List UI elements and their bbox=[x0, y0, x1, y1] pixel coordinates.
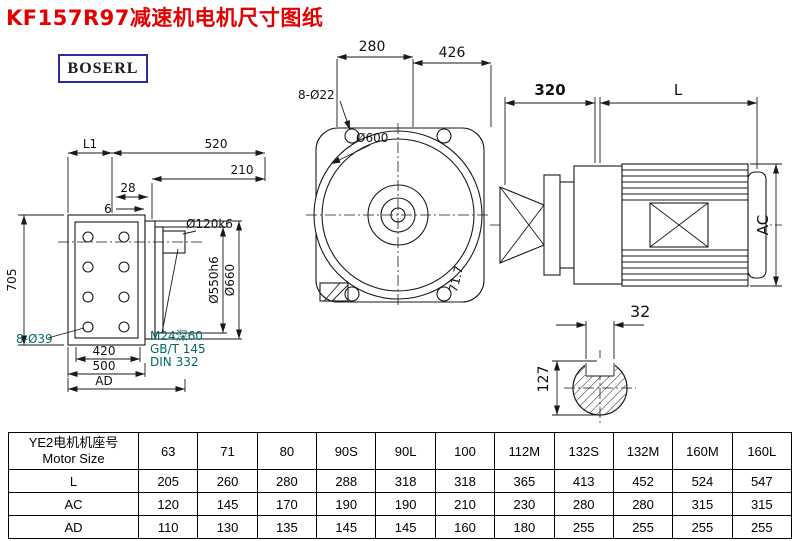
dim-127-label: 127 bbox=[536, 366, 552, 393]
cell: 318 bbox=[434, 469, 496, 493]
dim-705-label: 705 bbox=[5, 269, 19, 292]
cell: 255 bbox=[672, 515, 733, 539]
cell: 210 bbox=[434, 492, 496, 516]
dim-426-label: 426 bbox=[439, 45, 466, 61]
dim-320-label: 320 bbox=[534, 81, 565, 99]
cell: 280 bbox=[612, 492, 674, 516]
tap-note-line1: M24深60 bbox=[150, 329, 203, 343]
dim-6-label: 6 bbox=[104, 202, 112, 216]
cell: 318 bbox=[375, 469, 436, 493]
shaft-section-view bbox=[564, 350, 636, 426]
size-col-header: 71 bbox=[197, 432, 258, 470]
cell: 110 bbox=[137, 515, 199, 539]
cell: 413 bbox=[553, 469, 614, 493]
front-holes-label: 8-Ø22 bbox=[298, 88, 335, 102]
cell: 255 bbox=[612, 515, 674, 539]
cell: 315 bbox=[731, 492, 793, 516]
size-col-header: 132S bbox=[553, 432, 614, 470]
cell: 547 bbox=[731, 469, 793, 493]
cell: 452 bbox=[612, 469, 674, 493]
front-view-dimensions: 280 426 8-Ø22 Ø600 71.7 bbox=[298, 39, 492, 294]
size-col-header: 160L bbox=[731, 432, 793, 470]
size-col-header: 100 bbox=[434, 432, 496, 470]
size-col-header: 80 bbox=[256, 432, 318, 470]
side-view bbox=[58, 214, 205, 346]
motor-size-header: YE2电机机座号 Motor Size bbox=[8, 432, 139, 470]
size-col-header: 63 bbox=[137, 432, 199, 470]
cell: 205 bbox=[137, 469, 199, 493]
motor-view-dimensions: 320 L AC bbox=[504, 81, 782, 287]
row-label: AD bbox=[8, 515, 139, 539]
table-header-row: YE2电机机座号 Motor Size 63 71 80 90S 90L 100… bbox=[8, 432, 793, 470]
dim-71-7-label: 71.7 bbox=[446, 264, 466, 293]
dia-shaft-label: Ø120k6 bbox=[186, 217, 233, 231]
size-col-header: 112M bbox=[494, 432, 555, 470]
dimension-drawing: L1 520 210 28 6 705 8-Ø39 420 bbox=[5, 39, 782, 426]
cell: 280 bbox=[553, 492, 614, 516]
motor-size-header-cn: YE2电机机座号 bbox=[28, 435, 119, 451]
cell: 230 bbox=[494, 492, 555, 516]
size-col-header: 90S bbox=[316, 432, 377, 470]
front-view bbox=[306, 123, 490, 307]
table-row-AC: AC 120 145 170 190 190 210 230 280 280 3… bbox=[8, 492, 793, 516]
shaft-section-dimensions: 32 127 bbox=[536, 302, 650, 416]
cell: 288 bbox=[316, 469, 377, 493]
cell: 280 bbox=[256, 469, 318, 493]
dim-520-label: 520 bbox=[205, 137, 228, 151]
cell: 315 bbox=[672, 492, 733, 516]
cell: 255 bbox=[731, 515, 793, 539]
cell: 120 bbox=[137, 492, 199, 516]
dim-420-label: 420 bbox=[93, 344, 116, 358]
cell: 190 bbox=[375, 492, 436, 516]
cell: 365 bbox=[494, 469, 555, 493]
cell: 160 bbox=[434, 515, 496, 539]
size-col-header: 132M bbox=[612, 432, 674, 470]
cell: 145 bbox=[375, 515, 436, 539]
cell: 524 bbox=[672, 469, 733, 493]
motor-size-table-wrap: YE2电机机座号 Motor Size 63 71 80 90S 90L 100… bbox=[8, 432, 793, 539]
table-row-L: L 205 260 280 288 318 318 365 413 452 52… bbox=[8, 469, 793, 493]
dim-210-label: 210 bbox=[231, 163, 254, 177]
dim-32-label: 32 bbox=[630, 302, 650, 321]
dim-280-label: 280 bbox=[359, 39, 386, 55]
dim-ac-label: AC bbox=[754, 215, 772, 235]
dim-l1-label: L1 bbox=[83, 137, 97, 151]
cell: 255 bbox=[553, 515, 614, 539]
dim-28-label: 28 bbox=[120, 181, 135, 195]
brand-logo: BOSERL bbox=[58, 54, 148, 83]
row-label: L bbox=[8, 469, 139, 493]
cell: 180 bbox=[494, 515, 555, 539]
dim-ad-label: AD bbox=[95, 374, 112, 388]
size-col-header: 90L bbox=[375, 432, 436, 470]
dia-spigot-label: Ø550h6 bbox=[207, 256, 221, 304]
cell: 170 bbox=[256, 492, 318, 516]
cell: 135 bbox=[256, 515, 318, 539]
size-col-header: 160M bbox=[672, 432, 733, 470]
cell: 260 bbox=[197, 469, 258, 493]
table-row-AD: AD 110 130 135 145 145 160 180 255 255 2… bbox=[8, 515, 793, 539]
motor-size-header-en: Motor Size bbox=[42, 451, 105, 466]
cell: 130 bbox=[197, 515, 258, 539]
cell: 145 bbox=[197, 492, 258, 516]
dim-500-label: 500 bbox=[93, 359, 116, 373]
side-holes-label: 8-Ø39 bbox=[16, 332, 53, 346]
page-title: KF157R97减速机电机尺寸图纸 bbox=[6, 6, 324, 30]
cell: 145 bbox=[316, 515, 377, 539]
tap-note-line2: GB/T 145 bbox=[150, 342, 206, 356]
cell: 190 bbox=[316, 492, 377, 516]
tap-note-line3: DIN 332 bbox=[150, 355, 198, 369]
dim-l-label: L bbox=[674, 81, 683, 99]
motor-size-table: YE2电机机座号 Motor Size 63 71 80 90S 90L 100… bbox=[8, 432, 793, 539]
dia-600-label: Ø600 bbox=[356, 131, 388, 145]
row-label: AC bbox=[8, 492, 139, 516]
side-view-dimensions: L1 520 210 28 6 705 8-Ø39 420 bbox=[5, 137, 266, 392]
motor-fins bbox=[622, 169, 748, 281]
motor-view bbox=[490, 163, 782, 287]
dia-flange-label: Ø660 bbox=[223, 264, 237, 296]
